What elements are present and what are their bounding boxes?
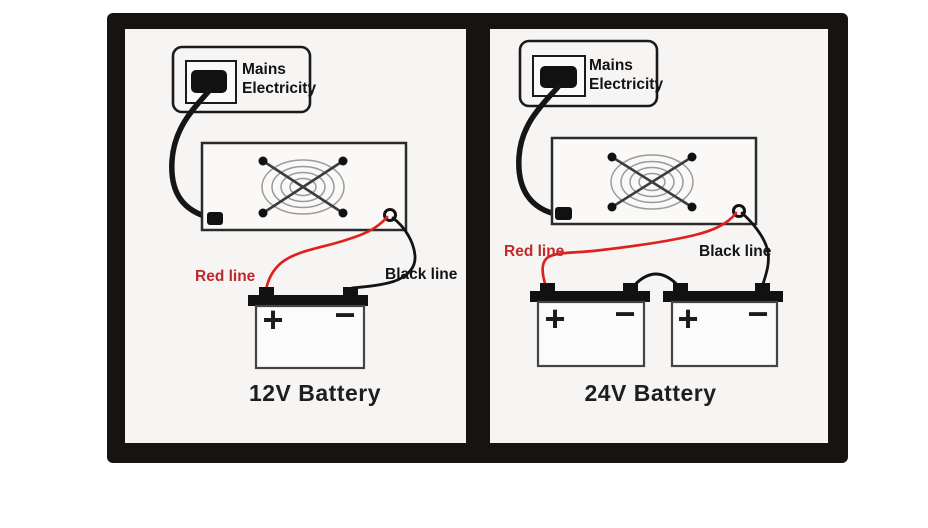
- battery-icon: [663, 283, 783, 368]
- charger-unit-icon: [200, 141, 408, 232]
- red-line-label: Red line: [195, 268, 256, 285]
- mains-electricity-label: Mains Electricity: [242, 60, 316, 98]
- charger-unit-icon: [550, 136, 758, 226]
- charger-inlet: [555, 207, 572, 220]
- mains-label-line2: Electricity: [589, 76, 664, 93]
- black-wire-icon: [740, 211, 770, 289]
- mains-label-line1: Mains: [589, 57, 633, 74]
- diagram-graphics-12v: [169, 45, 417, 370]
- black-line-label: Black line: [385, 266, 458, 283]
- battery-negative-symbol: −: [334, 294, 356, 335]
- power-cord-icon: [516, 84, 562, 218]
- caption-12v-battery: 12V Battery: [248, 380, 382, 406]
- mains-electricity-label: Mains Electricity: [589, 56, 663, 94]
- battery-icon: [530, 283, 650, 368]
- cooling-fan-icon: [610, 154, 694, 210]
- mains-label-line2: Electricity: [242, 80, 317, 97]
- power-plug-icon: [540, 66, 577, 88]
- cooling-fan-icon: [261, 159, 345, 215]
- battery1-positive-symbol: +: [544, 298, 566, 339]
- black-line-label: Black line: [699, 243, 772, 260]
- red-wire-icon: [264, 215, 389, 292]
- battery-icon: [248, 287, 368, 370]
- battery2-positive-symbol: +: [677, 298, 699, 339]
- panel-24v: Mains Electricity Red line Black line + …: [490, 29, 828, 443]
- battery1-negative-symbol: −: [614, 293, 636, 334]
- charger-inlet: [207, 212, 223, 225]
- power-plug-icon: [191, 70, 227, 93]
- panel-12v: Mains Electricity Red line Black line + …: [125, 29, 466, 443]
- mains-label-line1: Mains: [242, 61, 286, 78]
- red-wire-icon: [541, 211, 738, 289]
- red-line-label: Red line: [504, 243, 565, 260]
- mains-socket-icon: [171, 45, 312, 114]
- black-wire-icon: [350, 216, 417, 290]
- battery2-negative-symbol: −: [747, 293, 769, 334]
- diagram-graphics-24v: [516, 39, 783, 368]
- power-cord-icon: [169, 88, 214, 221]
- battery-positive-symbol: +: [262, 299, 284, 340]
- caption-24v-battery: 24V Battery: [584, 380, 717, 406]
